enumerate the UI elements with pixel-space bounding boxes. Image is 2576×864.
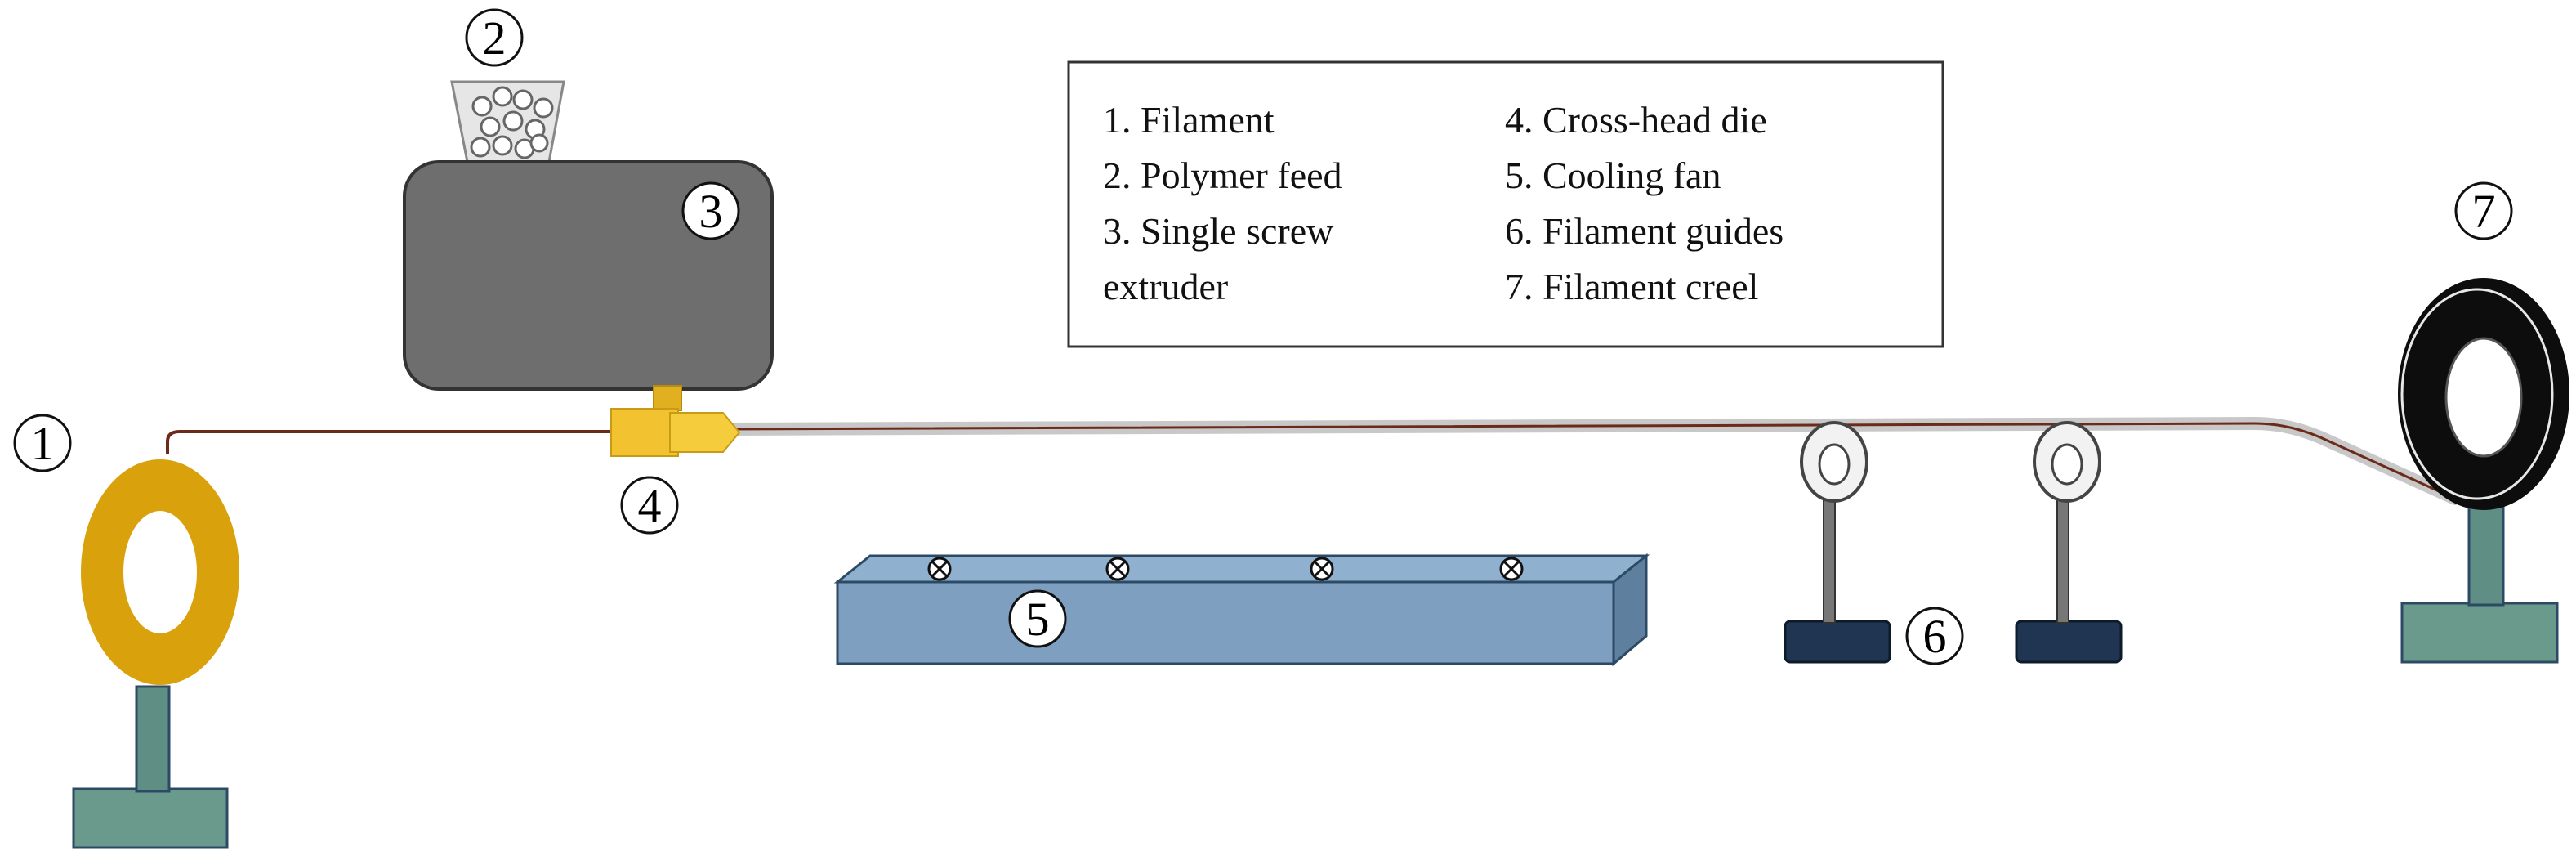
spool-hole bbox=[123, 511, 197, 633]
creel-hole bbox=[2444, 337, 2523, 458]
legend-item-2: 2. Polymer feed bbox=[1103, 154, 1342, 196]
marker-6: 6 bbox=[1923, 610, 1947, 663]
crosshead-die bbox=[610, 385, 741, 457]
cooling-fan bbox=[833, 553, 1650, 667]
guide-2-post bbox=[2056, 490, 2069, 624]
guide-1-base bbox=[1784, 620, 1891, 664]
spool-stand-base bbox=[72, 787, 229, 849]
legend-item-6: 6. Filament guides bbox=[1505, 210, 1784, 252]
marker-1: 1 bbox=[31, 417, 55, 470]
legend-item-5: 5. Cooling fan bbox=[1505, 154, 1721, 196]
legend-item-4: 4. Cross-head die bbox=[1505, 99, 1767, 141]
marker-2-circle bbox=[465, 8, 524, 67]
fan-x-icon bbox=[927, 557, 1524, 581]
filament-creel bbox=[2398, 278, 2569, 664]
filament-line bbox=[166, 430, 621, 454]
legend-item-3: 3. Single screw bbox=[1103, 210, 1334, 252]
marker-7-circle bbox=[2454, 181, 2513, 240]
pellets bbox=[470, 86, 554, 159]
marker-4: 4 bbox=[638, 479, 662, 532]
filament-guide-2 bbox=[2015, 421, 2123, 664]
guide-2-eye-inner bbox=[2051, 443, 2083, 486]
guide-2-base bbox=[2015, 620, 2123, 664]
guide-1-post bbox=[1823, 490, 1836, 624]
marker-2: 2 bbox=[483, 11, 507, 65]
legend-box bbox=[1067, 60, 1944, 348]
marker-7: 7 bbox=[2472, 185, 2496, 238]
marker-4-circle bbox=[620, 476, 679, 535]
creel-highlight bbox=[2400, 288, 2554, 500]
die-block bbox=[610, 408, 679, 457]
die-tip bbox=[669, 412, 741, 453]
filament-spool bbox=[72, 459, 239, 849]
fan-box-top bbox=[833, 554, 1650, 584]
marker-3-circle bbox=[681, 181, 740, 240]
polymer-feed-hopper bbox=[450, 80, 565, 163]
legend-item-7: 7. Filament creel bbox=[1505, 266, 1758, 307]
filament-guide-1 bbox=[1784, 421, 1891, 664]
marker-5: 5 bbox=[1026, 593, 1050, 646]
guide-1-eye-inner bbox=[1818, 443, 1851, 486]
coated-filament-core bbox=[718, 422, 2456, 500]
fan-box-front bbox=[836, 580, 1615, 665]
legend-item-1: 1. Filament bbox=[1103, 99, 1275, 141]
legend: 1. Filament 2. Polymer feed 3. Single sc… bbox=[1067, 60, 1944, 348]
creel-stand-post bbox=[2467, 497, 2505, 607]
spool-stand-post bbox=[135, 685, 171, 793]
legend-item-3-cont: extruder bbox=[1103, 266, 1228, 307]
extruder-body bbox=[403, 160, 774, 391]
marker-1-circle bbox=[13, 414, 72, 472]
creel-stand-base bbox=[2400, 602, 2559, 664]
marker-3: 3 bbox=[699, 185, 723, 238]
coated-filament-line bbox=[712, 416, 2462, 505]
marker-6-circle bbox=[1905, 607, 1964, 665]
die-neck bbox=[653, 385, 682, 411]
marker-5-circle bbox=[1008, 589, 1067, 648]
